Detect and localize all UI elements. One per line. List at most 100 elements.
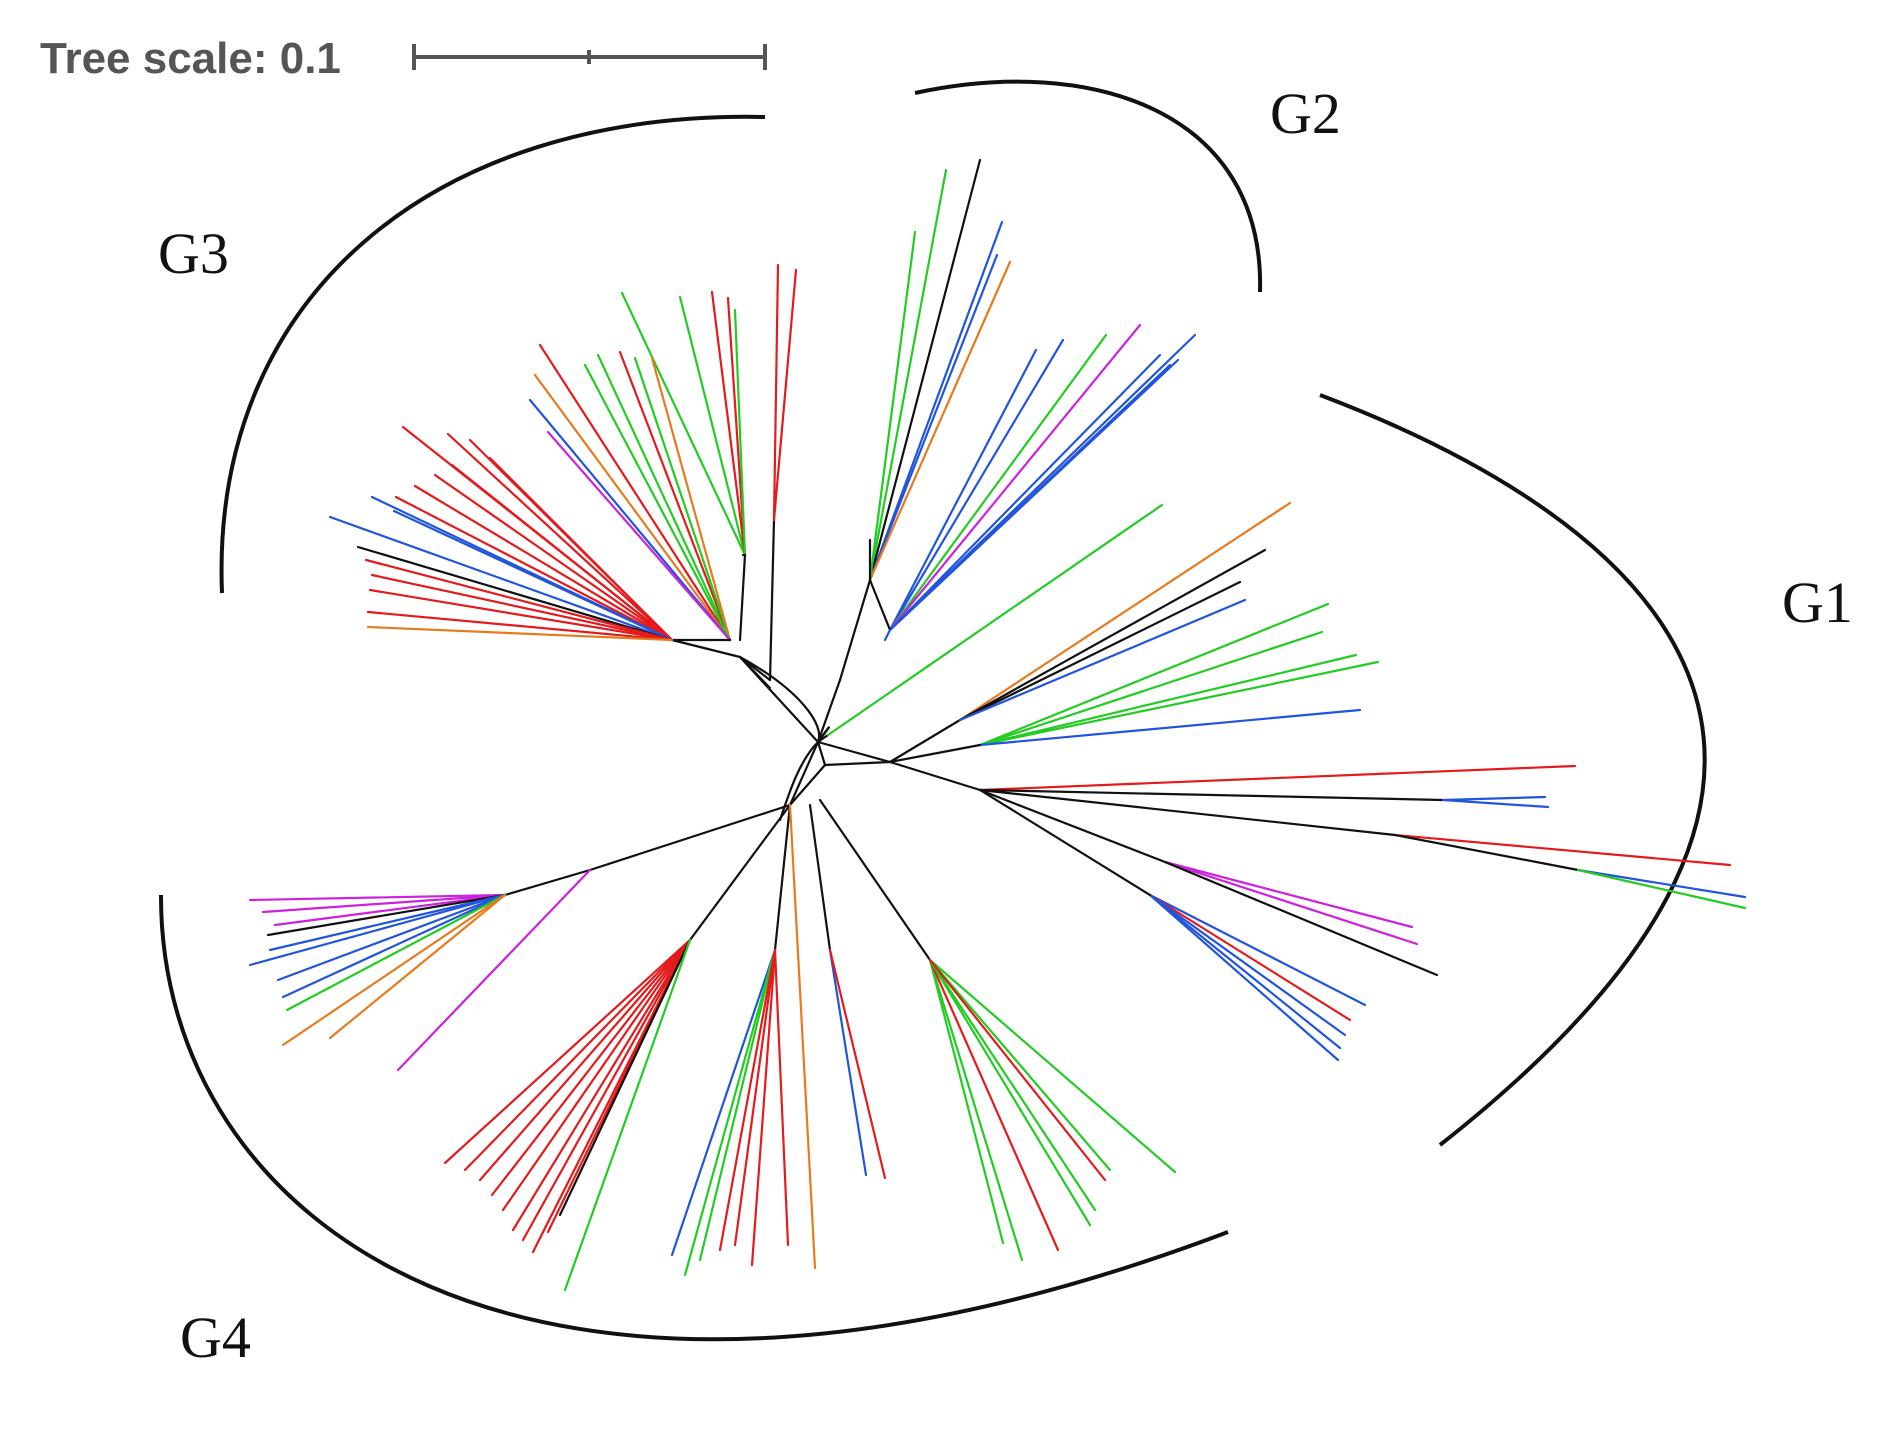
leaf-branch <box>828 948 868 1177</box>
clade-arc-g1 <box>1319 393 1707 1147</box>
clade-arc-g2 <box>914 79 1263 293</box>
internal-branch <box>773 803 792 952</box>
group-label-g3: G3 <box>158 221 229 286</box>
leaf-branch <box>273 893 507 927</box>
leaf-branch <box>583 363 732 642</box>
backbone-branch <box>788 763 827 807</box>
leaf-branch <box>533 373 732 642</box>
internal-branch <box>588 803 792 872</box>
internal-branch <box>888 760 982 792</box>
leaf-branch <box>328 515 674 642</box>
leaf-branch <box>248 893 507 902</box>
leaf-branch <box>883 628 892 642</box>
leaf-branch <box>868 168 948 582</box>
leaf-branch <box>958 501 1292 722</box>
leaf-branch <box>446 432 674 642</box>
leaf-branch <box>370 573 674 642</box>
leaf-branch <box>396 868 592 1072</box>
leaf-branch <box>733 308 747 557</box>
leaf-branch <box>463 938 692 1172</box>
leaf-branch <box>958 548 1267 722</box>
leaf-branch <box>281 893 507 999</box>
leaf-branch <box>868 230 917 582</box>
leaf-branch <box>978 653 1358 747</box>
leaf-branch <box>563 938 692 1292</box>
leaf-branch <box>1148 893 1352 1022</box>
leaf-branch <box>521 938 692 1242</box>
leaf-branch <box>501 938 692 1212</box>
leaf-branch <box>710 290 747 557</box>
leaf-branch <box>928 958 1097 1212</box>
leaf-branch <box>261 893 507 914</box>
leaf-branch <box>733 948 777 1247</box>
leaf-branch <box>248 893 507 967</box>
leaf-branch <box>596 353 732 642</box>
group-label-g4: G4 <box>180 1305 251 1370</box>
leaf-branch <box>268 893 507 952</box>
clade-arc-g3 <box>219 114 766 594</box>
internal-branch <box>688 803 792 942</box>
internal-branch <box>816 733 830 744</box>
leaf-branch <box>1148 893 1342 1050</box>
leaf-branch <box>650 356 732 642</box>
leaf-branch <box>366 610 674 642</box>
leaf-branch <box>888 333 1108 632</box>
internal-branch <box>808 803 832 952</box>
leaf-branch <box>1576 868 1747 899</box>
leaf-branch <box>490 938 692 1197</box>
leaf-branch <box>750 948 777 1267</box>
internal-branch <box>738 553 747 642</box>
internal-branch <box>888 743 982 764</box>
leaf-branch <box>281 893 507 1047</box>
leaf-branch <box>670 948 777 1257</box>
leaf-branch <box>356 545 674 642</box>
leaf-branch <box>1148 893 1367 1007</box>
leaf-branch <box>546 430 732 642</box>
tree-branches <box>248 158 1747 1292</box>
leaf-branch <box>276 893 507 982</box>
leaf-branch <box>928 958 1112 1172</box>
leaf-branch <box>868 220 1004 582</box>
leaf-branch <box>978 788 1445 802</box>
leaf-branch <box>538 343 732 642</box>
leaf-branch <box>1163 860 1439 977</box>
group-label-g2: G2 <box>1270 81 1341 146</box>
leaf-branch <box>683 948 777 1277</box>
leaf-branch <box>1441 798 1550 809</box>
internal-branch <box>768 518 776 682</box>
internal-branch <box>978 788 1152 897</box>
internal-branch <box>978 788 1167 864</box>
leaf-branch <box>364 558 674 642</box>
internal-branch <box>868 578 892 632</box>
leaf-branch <box>488 456 674 642</box>
leaf-branch <box>826 503 1164 737</box>
leaf-branch <box>368 588 674 642</box>
internal-branch <box>670 638 742 659</box>
leaf-branch <box>772 263 780 522</box>
leaf-branch <box>1576 868 1747 910</box>
leaf-branch <box>928 958 1060 1252</box>
group-label-g1: G1 <box>1782 570 1853 635</box>
leaf-branch <box>1441 795 1547 802</box>
backbone-branch <box>823 760 892 767</box>
leaf-branch <box>978 660 1380 747</box>
leaf-branch <box>698 948 777 1262</box>
leaf-branch <box>788 803 817 1270</box>
leaf-branch <box>366 625 674 642</box>
leaf-branch <box>928 958 1092 1227</box>
leaf-branch <box>888 363 1172 632</box>
internal-branch <box>503 868 592 897</box>
leaf-branch <box>978 630 1324 747</box>
internal-branch <box>816 678 842 744</box>
leaf-branch <box>958 598 1247 722</box>
leaf-branch <box>928 958 1177 1174</box>
leaf-branch <box>888 338 1065 632</box>
leaf-branch <box>888 348 1038 632</box>
internal-branch <box>1393 833 1580 872</box>
leaf-branch <box>773 948 790 1247</box>
leaf-branch <box>928 958 1024 1262</box>
leaf-branch <box>1163 860 1419 946</box>
internal-branch <box>888 718 962 764</box>
leaf-branch <box>1148 893 1347 1037</box>
internal-branch <box>978 788 1397 837</box>
